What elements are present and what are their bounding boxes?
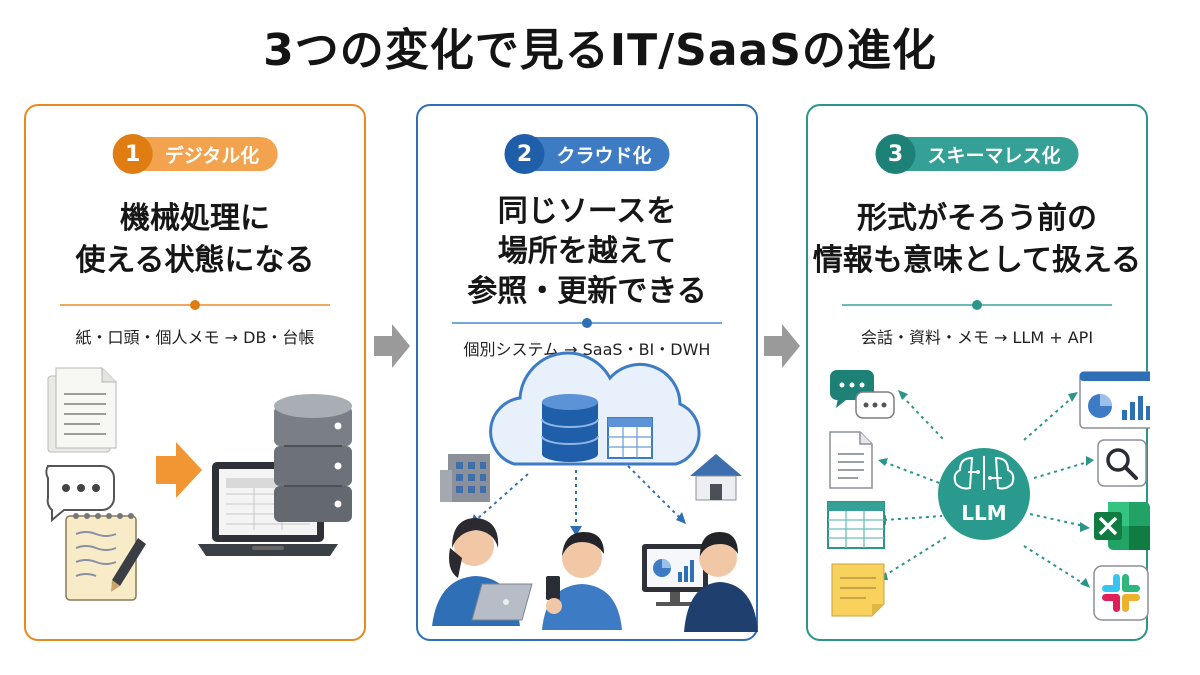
page-title: 3つの変化で見るIT/SaaSの進化 [263, 25, 937, 76]
cloud-illustration [432, 351, 758, 632]
search-icon [1097, 439, 1147, 487]
hub-label: LLM [961, 501, 1006, 525]
office-building-icon [440, 454, 490, 502]
step-label: スキーマレス化 [903, 137, 1079, 171]
step-badge: 3 スキーマレス化 [875, 134, 1079, 174]
llm-brain-hub-icon: LLM [938, 448, 1030, 540]
flow-text: 紙・口頭・個人メモ → DB・台帳 [75, 328, 315, 347]
heading-line: 同じソースを [497, 194, 677, 229]
step-badge: 1 デジタル化 [112, 134, 278, 174]
step-number: 2 [504, 134, 545, 174]
database-icon [541, 394, 599, 462]
llm-hub-illustration: LLM [827, 370, 1150, 621]
transition-arrow-icon [764, 324, 800, 368]
divider [842, 300, 1112, 310]
heading-line: 使える状態になる [75, 243, 315, 278]
heading-line: 情報も意味として扱える [812, 243, 1142, 278]
flow-text: 個別システム → SaaS・BI・DWH [463, 340, 711, 359]
panel-heading: 同じソースを 場所を越えて 参照・更新できる [418, 192, 756, 312]
step-number: 1 [112, 134, 153, 174]
house-icon [690, 454, 742, 501]
slack-icon [1093, 565, 1149, 621]
step-label: デジタル化 [140, 137, 278, 171]
chat-bubble-icon [45, 465, 115, 523]
heading-line: 場所を越えて [497, 234, 677, 269]
heading-line: 参照・更新できる [467, 274, 707, 309]
heading-line: 形式がそろう前の [857, 201, 1097, 236]
step-label: クラウド化 [532, 137, 670, 171]
excel-icon [1094, 502, 1150, 550]
forward-arrow-icon [156, 442, 202, 498]
step-number: 3 [875, 134, 916, 174]
man-monitor-icon [642, 532, 758, 632]
digitalization-illustration [45, 367, 352, 601]
step-badge: 2 クラウド化 [504, 134, 670, 174]
panel-cloudification: 2 クラウド化 同じソースを 場所を越えて 参照・更新できる 個別システム → … [416, 104, 758, 641]
notepad-pen-icon [65, 513, 146, 601]
heading-line: 機械処理に [120, 201, 270, 236]
panel-schemaless: 3 スキーマレス化 形式がそろう前の 情報も意味として扱える 会話・資料・メモ … [806, 104, 1150, 641]
sticky-note-icon [831, 563, 885, 617]
spreadsheet-icon [827, 501, 885, 549]
table-icon [607, 417, 653, 459]
chat-bubbles-icon [830, 370, 895, 419]
panel-digitalization: 1 デジタル化 機械処理に 使える状態になる 紙・口頭・個人メモ → DB・台帳 [24, 104, 366, 641]
dashboard-icon [1079, 371, 1150, 429]
divider [452, 318, 722, 328]
database-server-icon [274, 394, 352, 522]
man-phone-icon [542, 532, 622, 630]
document-icon [47, 367, 117, 453]
panel-heading: 機械処理に 使える状態になる [26, 198, 364, 282]
woman-laptop-icon [432, 518, 533, 626]
document-icon [829, 431, 873, 489]
divider [60, 300, 330, 310]
flow-text: 会話・資料・メモ → LLM + API [860, 328, 1094, 347]
transition-arrow-icon [374, 324, 410, 368]
panel-heading: 形式がそろう前の 情報も意味として扱える [808, 198, 1146, 282]
